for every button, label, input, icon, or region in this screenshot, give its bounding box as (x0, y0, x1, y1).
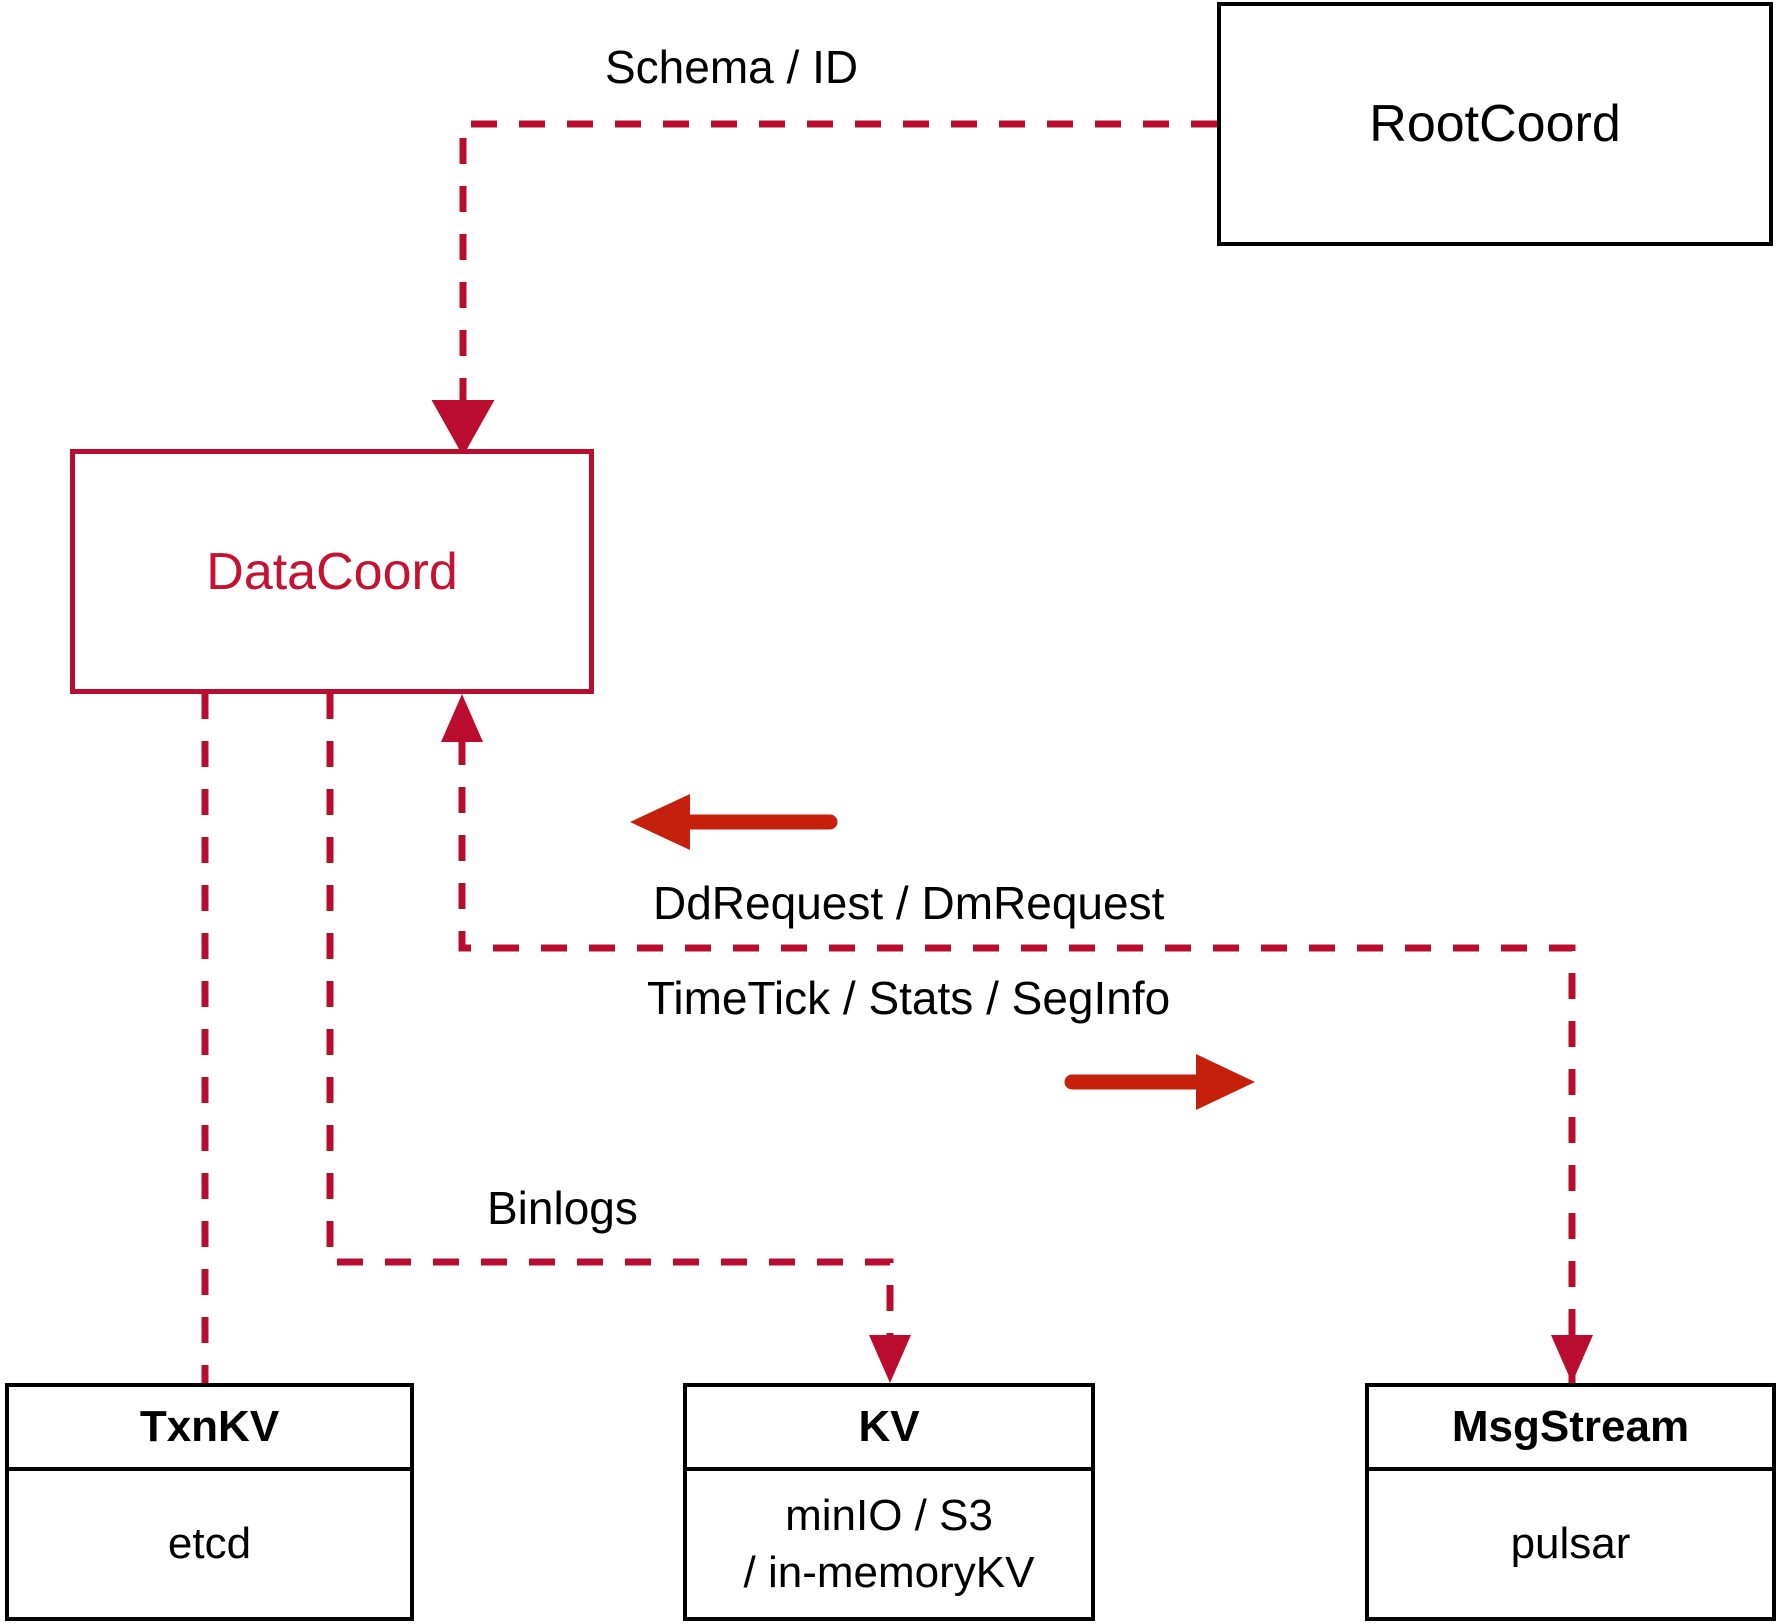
node-datacoord-label: DataCoord (206, 542, 458, 601)
node-txnkv[interactable]: TxnKV etcd (5, 1383, 414, 1621)
node-msgstream-line-0: pulsar (1510, 1519, 1631, 1569)
node-msgstream[interactable]: MsgStream pulsar (1365, 1383, 1776, 1621)
node-kv-divider (687, 1467, 1091, 1471)
direction-arrow-left (630, 794, 838, 850)
node-kv-line-1: / in-memoryKV (743, 1548, 1035, 1597)
node-rootcoord-label: RootCoord (1369, 95, 1621, 153)
edge-label-timetick-stats-seginfo: TimeTick / Stats / SegInfo (647, 972, 1171, 1024)
node-datacoord[interactable]: DataCoord (70, 449, 594, 694)
node-rootcoord[interactable]: RootCoord (1217, 2, 1773, 246)
node-txnkv-title: TxnKV (139, 1402, 280, 1451)
node-kv-line-0: minIO / S3 (785, 1490, 993, 1540)
edge-msgstream-datacoord (441, 694, 1593, 1383)
edge-label-schema-id: Schema / ID (605, 41, 859, 93)
node-kv[interactable]: KV minIO / S3 / in-memoryKV (683, 1383, 1095, 1621)
node-kv-body: minIO / S3 / in-memoryKV (687, 1471, 1091, 1617)
node-msgstream-title: MsgStream (1451, 1402, 1690, 1451)
node-txnkv-body: etcd (9, 1471, 410, 1617)
edge-binlogs (326, 693, 911, 1383)
edge-label-binlogs: Binlogs (487, 1182, 638, 1234)
node-msgstream-divider (1369, 1467, 1772, 1471)
edge-schema-id (431, 120, 1217, 456)
edge-label-dd-dm-request: DdRequest / DmRequest (653, 877, 1165, 929)
node-txnkv-line-0: etcd (167, 1519, 252, 1569)
node-kv-title: KV (858, 1402, 920, 1451)
node-txnkv-divider (9, 1467, 410, 1471)
node-msgstream-body: pulsar (1369, 1471, 1772, 1617)
direction-arrow-right (1064, 1054, 1255, 1110)
